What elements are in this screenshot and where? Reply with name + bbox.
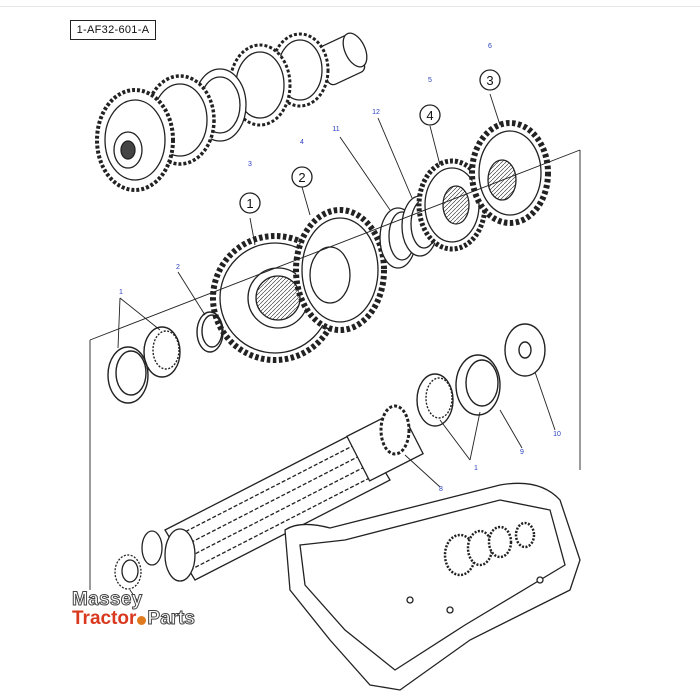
- reference-code-text: 1-AF32-601-A: [76, 24, 150, 36]
- callout-1-left: 1: [119, 289, 123, 296]
- callout-12: 12: [372, 109, 380, 116]
- gear-3: [469, 120, 551, 226]
- callout-11: 11: [332, 126, 339, 133]
- watermark-tractor: Tractor: [72, 608, 137, 629]
- callout-3: 3: [248, 161, 252, 168]
- right-bearing-set: [416, 323, 546, 427]
- callout-1-right: 1: [474, 465, 478, 472]
- leader-lines: [117, 93, 556, 601]
- watermark-dot-icon: [137, 616, 147, 625]
- watermark-line1: Massey: [72, 589, 143, 610]
- gearbox-housing-inset: [284, 482, 581, 691]
- svg-text:4: 4: [426, 108, 433, 123]
- callout-5: 5: [428, 77, 432, 84]
- callout-9: 9: [520, 449, 524, 456]
- reference-code-label: 1-AF32-601-A: [70, 20, 156, 40]
- svg-text:1: 1: [246, 196, 253, 211]
- circled-number-3: 3: [479, 69, 501, 91]
- callout-10: 10: [553, 431, 561, 438]
- callout-6: 6: [488, 43, 492, 50]
- main-shaft: [141, 404, 424, 582]
- callout-4: 4: [300, 139, 304, 146]
- top-border-line: [0, 6, 700, 7]
- circled-number-4: 4: [419, 104, 441, 126]
- circled-number-1: 1: [239, 192, 261, 214]
- small-roller-bearing: [114, 554, 142, 590]
- callout-2: 2: [176, 264, 180, 271]
- assembly-outline: [89, 149, 581, 590]
- svg-text:2: 2: [298, 170, 305, 185]
- gear-4: [416, 158, 488, 252]
- svg-text:3: 3: [486, 73, 493, 88]
- upper-gear-cluster: [95, 32, 368, 192]
- watermark-line2: Tractor Parts: [72, 608, 196, 629]
- left-bearing-set: [107, 311, 224, 404]
- callout-8: 8: [439, 486, 443, 493]
- gear-2: [293, 207, 387, 333]
- watermark-logo: Massey Tractor Parts: [72, 589, 196, 629]
- watermark-parts: Parts: [147, 608, 196, 629]
- circled-number-2: 2: [291, 166, 313, 188]
